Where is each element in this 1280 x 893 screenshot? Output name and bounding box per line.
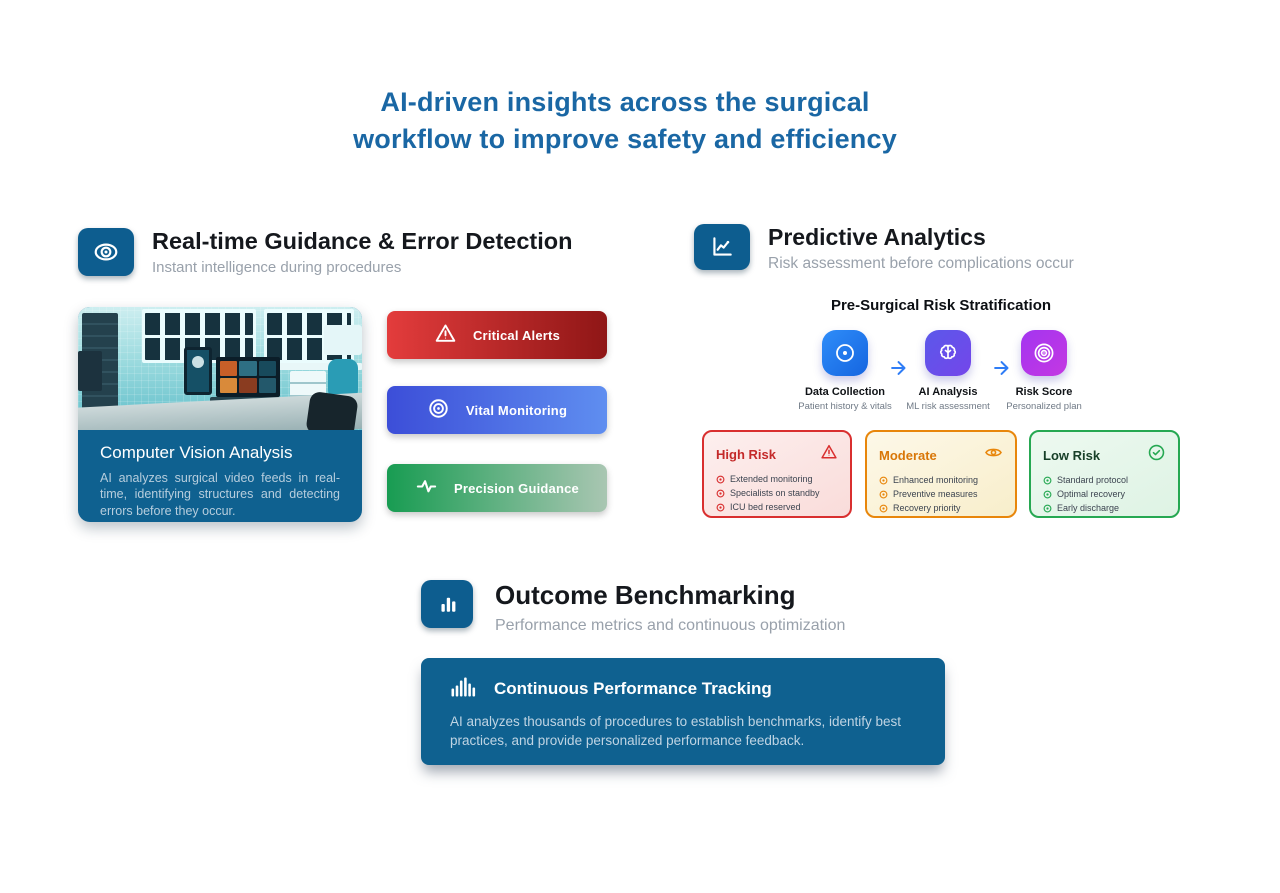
risk-item: Recovery priority [879,503,1003,513]
bar-chart-icon [421,580,473,628]
step-sublabel: Patient history & vitals [798,401,892,412]
eye-icon [78,228,134,276]
brain-icon [925,330,971,376]
page-title-line2: workflow to improve safety and efficienc… [353,124,897,154]
xray-lightbox [142,309,256,363]
vision-card-description: AI analyzes surgical video feeds in real… [100,471,340,518]
realtime-section-subtitle: Instant intelligence during procedures [152,259,402,276]
outcome-section-title: Outcome Benchmarking [495,580,796,610]
risk-item: Extended monitoring [716,474,838,484]
laptop [216,357,280,397]
page-title-line1: AI-driven insights across the surgical [380,87,870,117]
computer-vision-card: Computer Vision Analysis AI analyzes sur… [78,307,362,522]
performance-tracking-card: Continuous Performance Tracking AI analy… [421,658,945,765]
step-label: AI Analysis [918,386,978,398]
risk-item: Early discharge [1043,503,1166,513]
risk-item: Specialists on standby [716,488,838,498]
risk-item: Optimal recovery [1043,489,1166,499]
check-circle-icon [1147,443,1166,467]
concentric-rings-icon [1021,330,1067,376]
precision-guidance-button[interactable]: Precision Guidance [387,464,607,512]
dark-chair [305,390,359,430]
critical-alerts-button[interactable]: Critical Alerts [387,311,607,359]
outcome-section-subtitle: Performance metrics and continuous optim… [495,617,846,634]
step-data-collection: Data Collection Patient history & vitals [779,330,911,412]
surgical-room-photo [78,307,362,430]
risk-item: Enhanced monitoring [879,475,1003,485]
vital-monitoring-button[interactable]: Vital Monitoring [387,386,607,434]
risk-card-low: Low Risk Standard protocol Optimal recov… [1029,430,1180,518]
risk-card-title: High Risk [716,447,776,462]
critical-alerts-label: Critical Alerts [472,327,561,343]
risk-item: ICU bed reserved [716,502,838,512]
pulse-icon [415,475,438,501]
realtime-section-title: Real-time Guidance & Error Detection [152,228,573,254]
arrow-right-icon [991,357,1013,379]
warning-triangle-icon [820,443,838,466]
precision-guidance-label: Precision Guidance [454,480,579,496]
tracking-card-description: AI analyzes thousands of procedures to e… [450,714,902,748]
outcome-section-header: Outcome Benchmarking Performance metrics… [421,580,845,635]
wall-cabinet [324,325,362,355]
risk-card-title: Low Risk [1043,447,1101,463]
scan-monitor [184,347,212,395]
equalizer-icon [450,675,477,703]
step-ai-analysis: AI Analysis ML risk assessment [882,330,1014,412]
line-chart-icon [694,224,750,270]
step-risk-score: Risk Score Personalized plan [978,330,1110,412]
risk-item: Standard protocol [1043,475,1166,485]
realtime-section-header: Real-time Guidance & Error Detection Ins… [78,228,573,276]
risk-card-title: Moderate [879,447,937,463]
vision-card-title: Computer Vision Analysis [100,443,293,462]
wall-monitor [78,351,102,391]
step-sublabel: ML risk assessment [906,401,990,412]
step-label: Data Collection [804,386,886,398]
target-icon [427,397,450,423]
risk-item: Preventive measures [879,489,1003,499]
arrow-right-icon [888,357,910,379]
vital-monitoring-label: Vital Monitoring [465,402,568,418]
eye-icon [984,443,1003,467]
tracking-card-title: Continuous Performance Tracking [494,679,772,698]
step-sublabel: Personalized plan [1006,401,1082,412]
step-label: Risk Score [1015,386,1073,398]
predictive-section-title: Predictive Analytics [768,224,986,250]
predictive-section-header: Predictive Analytics Risk assessment bef… [694,224,1074,273]
predictive-section-subtitle: Risk assessment before complications occ… [768,255,1074,272]
circle-dot-icon [822,330,868,376]
warning-triangle-icon [434,322,457,348]
risk-card-high: High Risk Extended monitoring Specialist… [702,430,852,518]
desk [270,363,362,370]
diagram-title: Pre-Surgical Risk Stratification [830,297,1052,314]
risk-card-moderate: Moderate Enhanced monitoring Preventive … [865,430,1017,518]
page-title: AI-driven insights across the surgical w… [0,84,1250,158]
